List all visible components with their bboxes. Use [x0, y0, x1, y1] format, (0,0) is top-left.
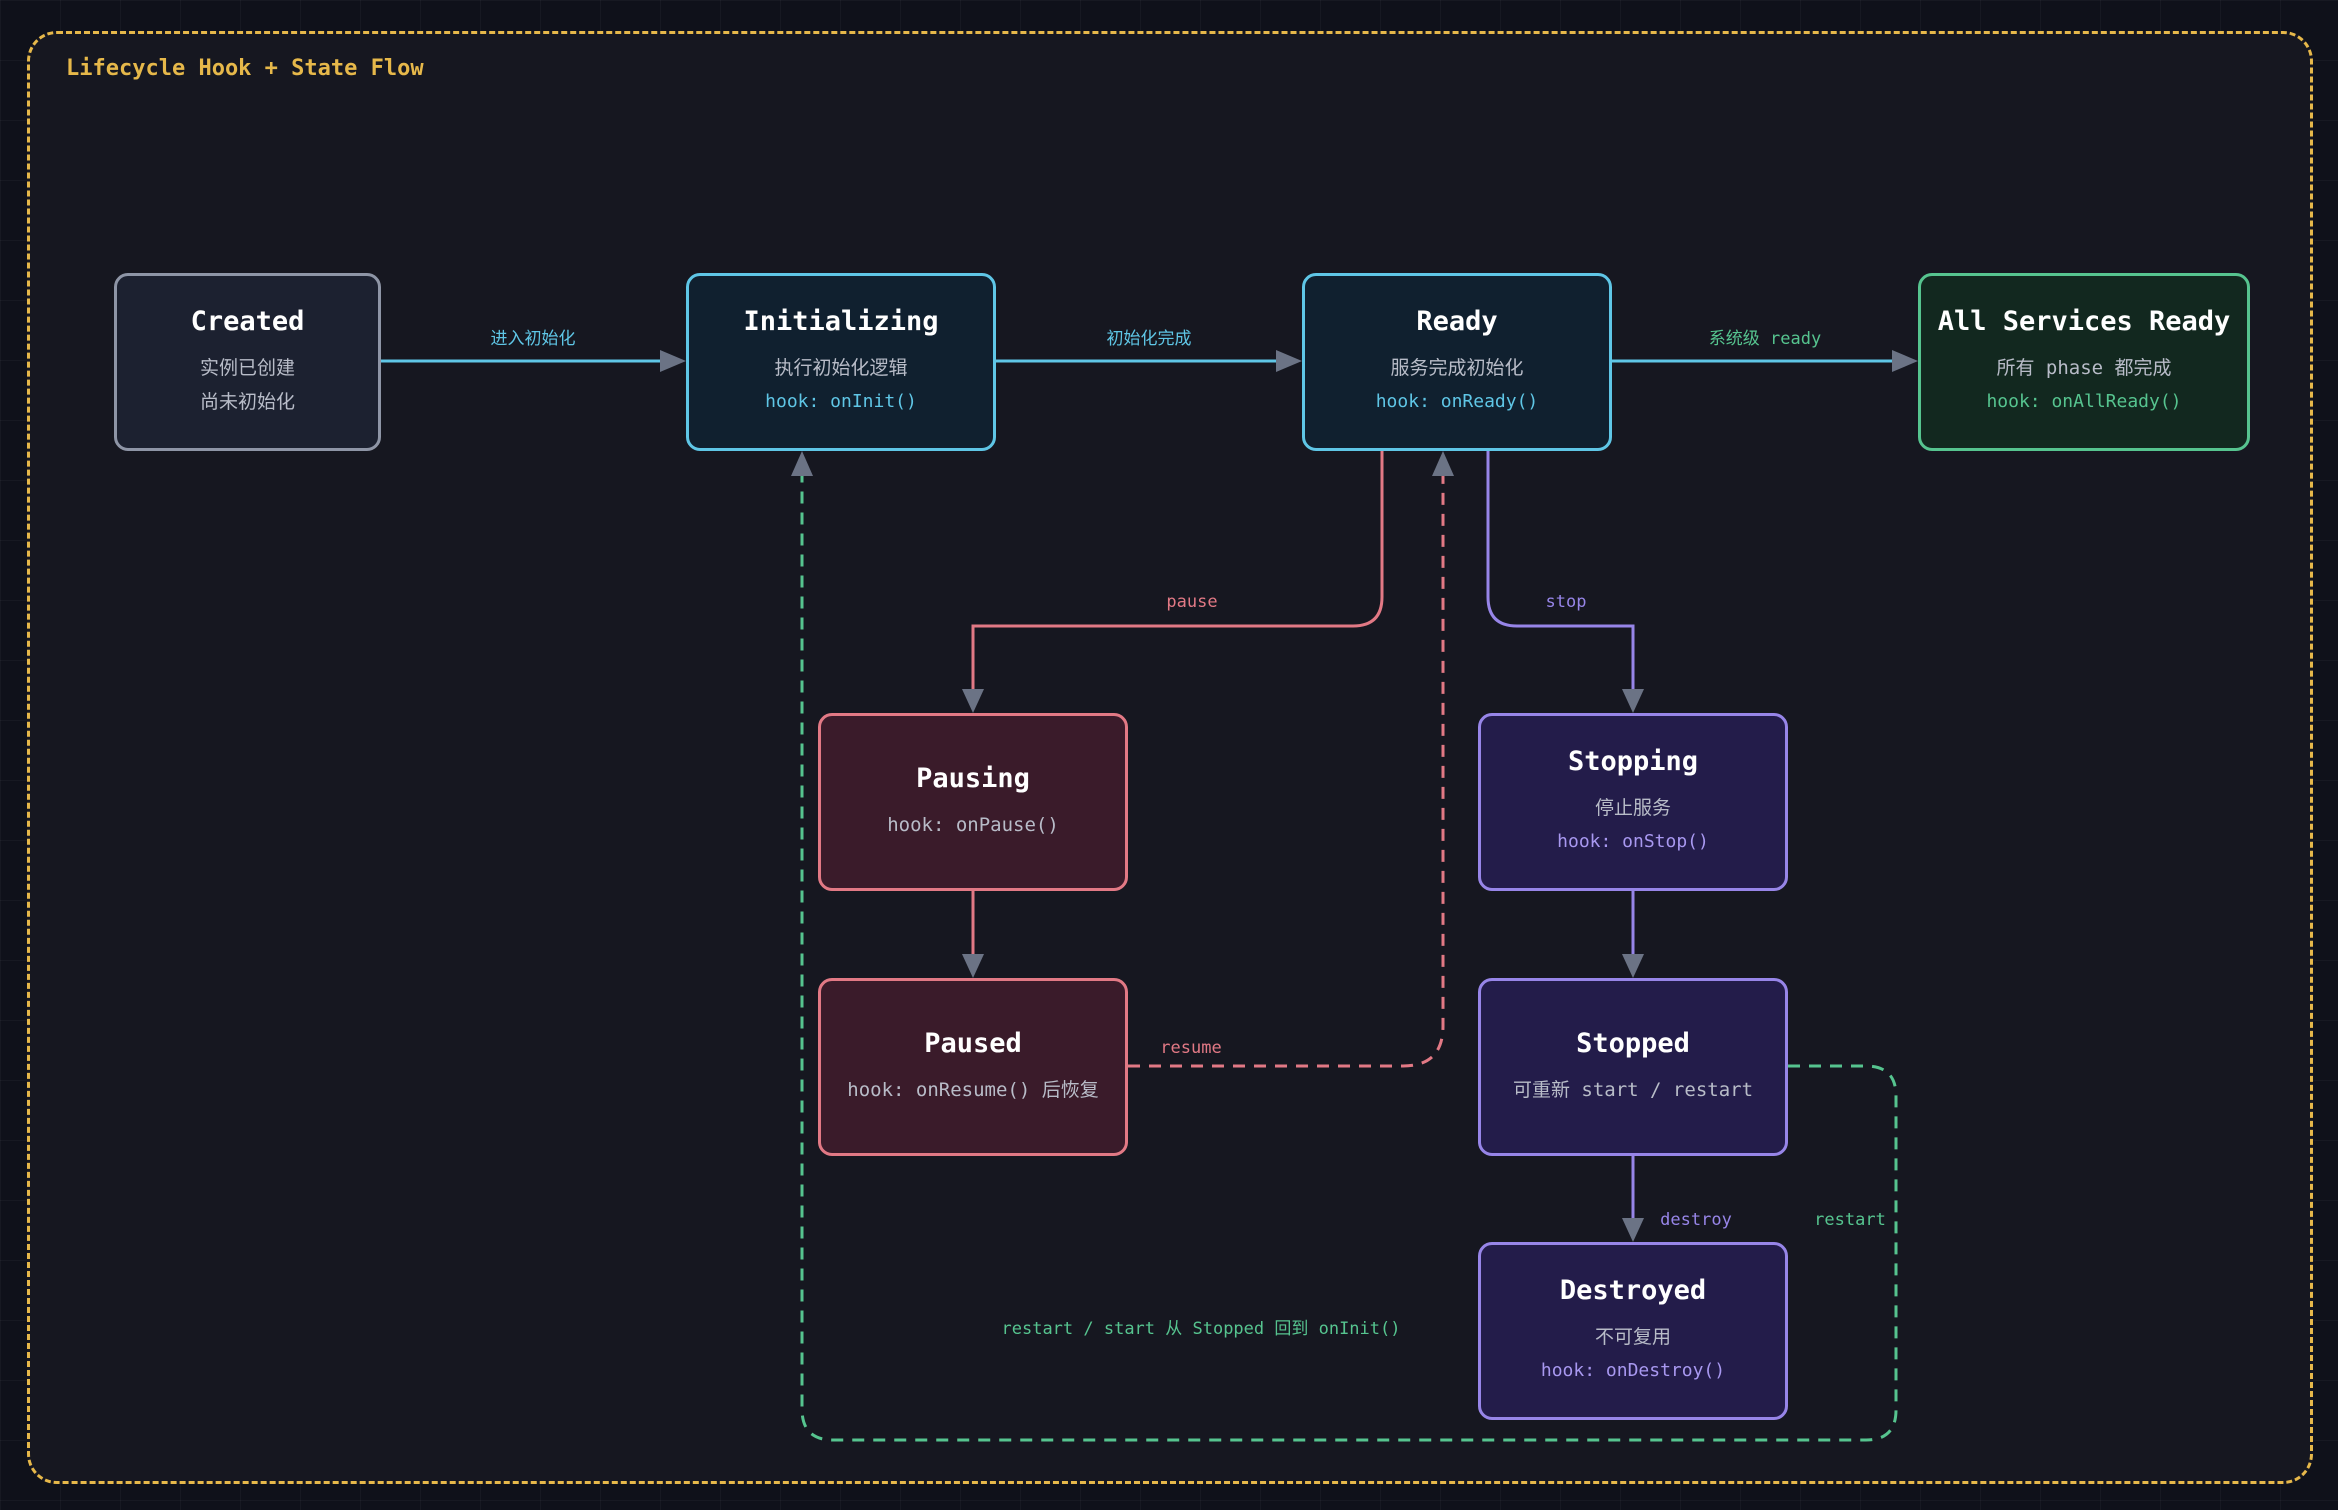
- state-description: 停止服务: [1594, 796, 1671, 819]
- state-description: 实例已创建: [199, 356, 295, 379]
- state-description: 尚未初始化: [199, 390, 295, 413]
- arrowhead-destroyed: [1622, 1218, 1644, 1242]
- state-title: Stopping: [1567, 745, 1699, 777]
- edge-label-restart: restart: [1814, 1210, 1886, 1230]
- state-initializing: Initializing 执行初始化逻辑 hook: onInit(): [686, 273, 996, 451]
- arrowhead-initializing: [660, 350, 686, 372]
- state-title: Paused: [924, 1027, 1022, 1059]
- arrowhead-ready: [1276, 350, 1302, 372]
- state-description: 所有 phase 都完成: [1996, 356, 2172, 379]
- edge-ready-pausing: [971, 451, 1384, 689]
- state-title: Initializing: [743, 305, 939, 337]
- arrowhead-stopped: [1622, 954, 1644, 978]
- state-description: 执行初始化逻辑: [774, 356, 908, 379]
- state-stopped: Stopped 可重新 start / restart: [1478, 978, 1788, 1156]
- edge-label-pause: pause: [1166, 592, 1217, 612]
- edge-label-enter-init: 进入初始化: [491, 329, 576, 349]
- state-stopping: Stopping 停止服务 hook: onStop(): [1478, 713, 1788, 891]
- diagram-title: Lifecycle Hook + State Flow: [66, 56, 424, 81]
- edge-label-resume: resume: [1160, 1038, 1221, 1058]
- state-hook: hook: onInit(): [765, 390, 917, 412]
- state-hook: hook: onStop(): [1557, 830, 1709, 852]
- edge-ready-stopping: [1486, 451, 1635, 689]
- edge-paused-ready-resume: [1128, 475, 1445, 1068]
- arrowhead-pausing: [962, 689, 984, 713]
- edge-label-init-done: 初始化完成: [1107, 329, 1192, 349]
- state-title: Stopped: [1576, 1027, 1690, 1059]
- state-title: Created: [190, 305, 305, 337]
- state-title: Pausing: [916, 762, 1030, 794]
- state-hook: hook: onAllReady(): [1986, 390, 2182, 412]
- state-destroyed: Destroyed 不可复用 hook: onDestroy(): [1478, 1242, 1788, 1420]
- state-all-services-ready: All Services Ready 所有 phase 都完成 hook: on…: [1918, 273, 2250, 451]
- state-title: All Services Ready: [1937, 305, 2231, 337]
- arrowhead-allready: [1892, 350, 1918, 372]
- state-description: 服务完成初始化: [1390, 356, 1524, 379]
- state-title: Destroyed: [1559, 1274, 1707, 1306]
- arrowhead-stopping: [1622, 689, 1644, 713]
- state-hook: hook: onReady(): [1375, 390, 1539, 412]
- state-created: Created 实例已创建 尚未初始化: [114, 273, 381, 451]
- arrowhead-paused: [962, 954, 984, 978]
- state-paused: Paused hook: onResume() 后恢复: [818, 978, 1128, 1156]
- state-title: Ready: [1416, 305, 1498, 337]
- edge-label-destroy: destroy: [1660, 1210, 1732, 1230]
- edge-stopped-initializing-restart: [800, 475, 1898, 1442]
- edge-label-stop: stop: [1546, 592, 1587, 612]
- state-description: hook: onResume() 后恢复: [847, 1078, 1099, 1101]
- arrowhead-resume: [1432, 451, 1454, 476]
- edge-label-restart-note: restart / start 从 Stopped 回到 onInit(): [1002, 1319, 1401, 1339]
- state-description: hook: onPause(): [887, 813, 1059, 836]
- state-description: 可重新 start / restart: [1512, 1078, 1754, 1101]
- state-ready: Ready 服务完成初始化 hook: onReady(): [1302, 273, 1612, 451]
- edge-label-system-ready: 系统级 ready: [1709, 329, 1821, 349]
- state-pausing: Pausing hook: onPause(): [818, 713, 1128, 891]
- arrowhead-restart: [791, 451, 813, 476]
- state-hook: hook: onDestroy(): [1540, 1359, 1726, 1381]
- state-description: 不可复用: [1594, 1325, 1671, 1348]
